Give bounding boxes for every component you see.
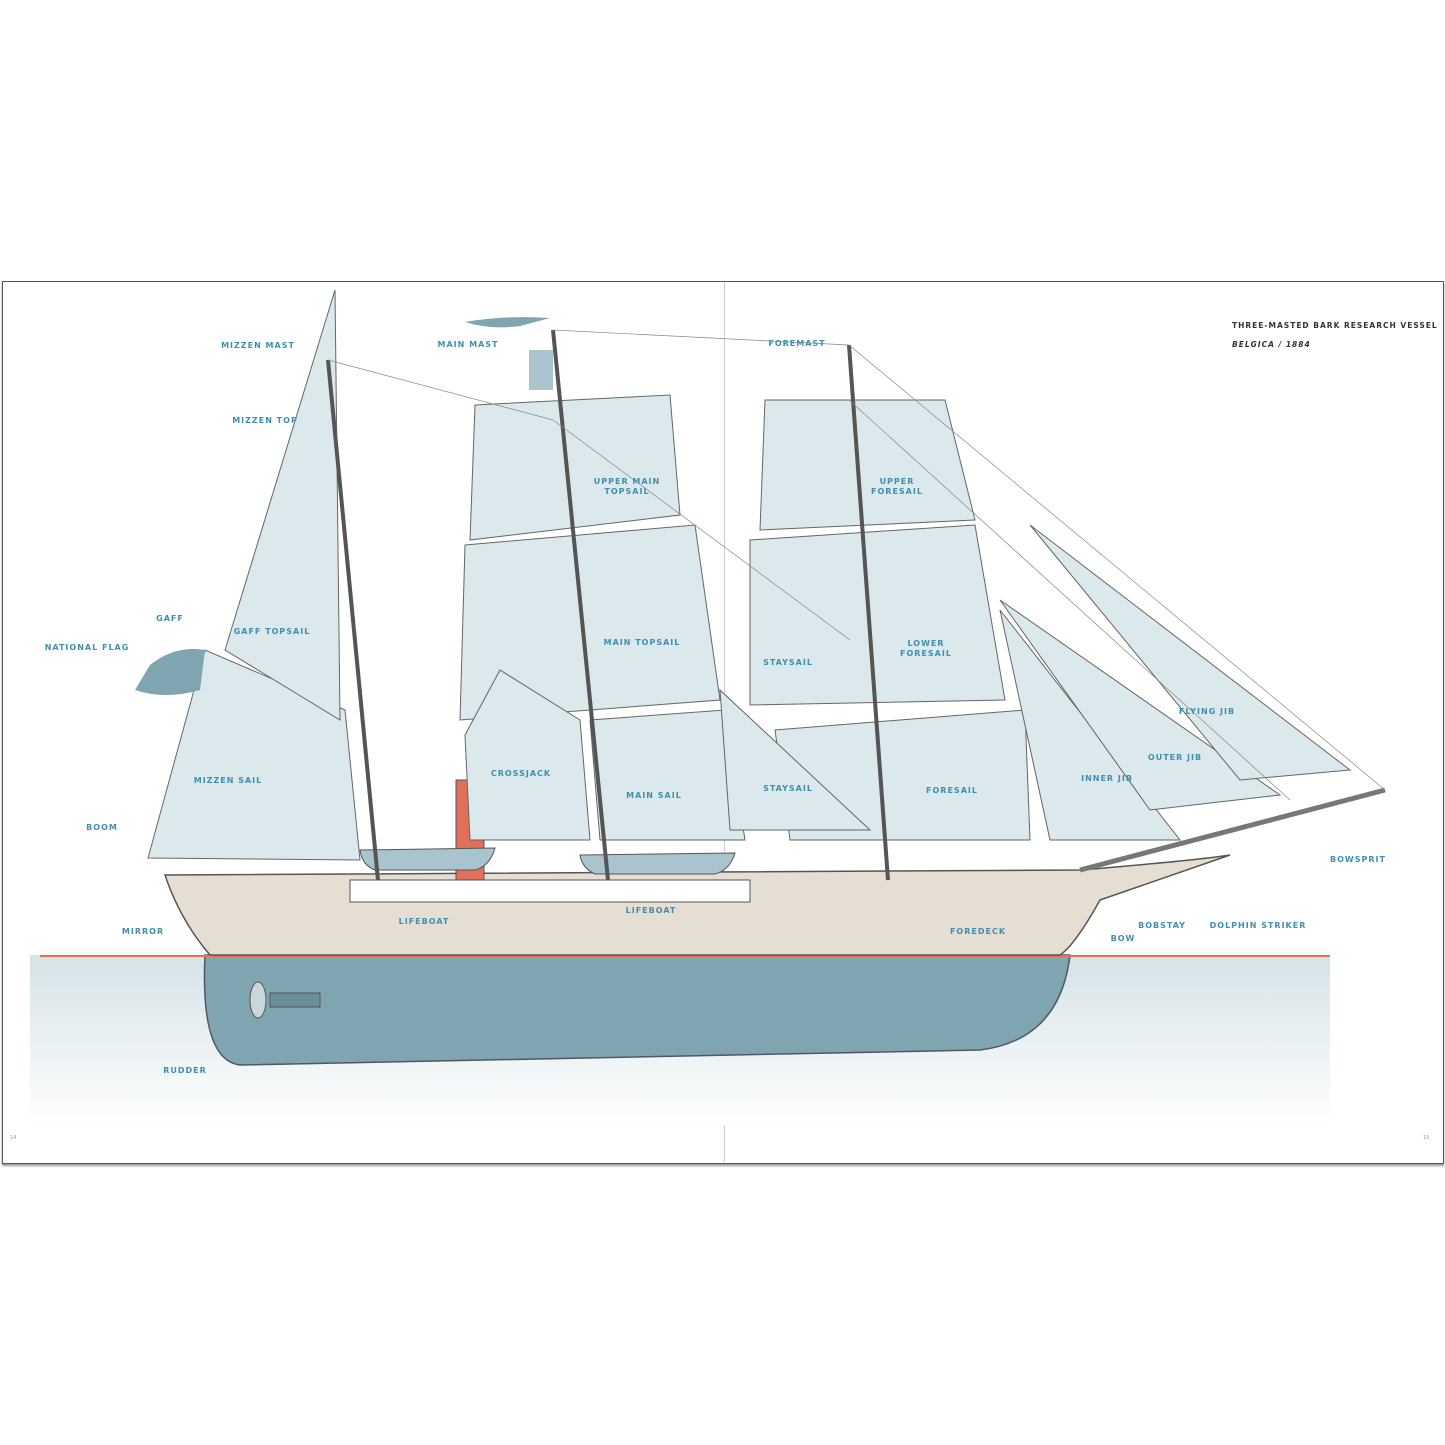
label-foredeck: FOREDECK <box>949 927 1007 936</box>
label-upper-main-topsail: UPPER MAIN TOPSAIL <box>593 477 661 496</box>
label-mirror: MIRROR <box>121 927 165 936</box>
page-number-right: 15 <box>1423 1135 1430 1141</box>
propeller-icon <box>249 981 321 1019</box>
label-bowsprit: BOWSPRIT <box>1330 855 1386 864</box>
label-gaff-topsail: GAFF TOPSAIL <box>233 627 311 636</box>
underwater-hull <box>203 954 1071 1066</box>
label-foremast: FOREMAST <box>768 339 826 348</box>
label-national-flag: NATIONAL FLAG <box>44 643 130 652</box>
spread-subtitle: BELGICA / 1884 <box>1232 340 1311 349</box>
masts <box>326 329 890 881</box>
label-staysail-upper: STAYSAIL <box>763 658 813 667</box>
label-mizzen-sail: MIZZEN SAIL <box>193 776 263 785</box>
label-boom: BOOM <box>86 823 118 832</box>
lifeboat-aft-shape <box>359 847 496 871</box>
label-staysail-lower: STAYSAIL <box>763 784 813 793</box>
label-inner-jib: INNER JIB <box>1081 774 1133 783</box>
deckhouse <box>349 879 751 903</box>
sails <box>147 289 1352 861</box>
label-mizzen-mast: MIZZEN MAST <box>221 341 295 350</box>
pennant <box>529 350 553 390</box>
label-foresail: FORESAIL <box>926 786 978 795</box>
label-bobstay: BOBSTAY <box>1138 921 1186 930</box>
label-upper-foresail: UPPER FORESAIL <box>871 477 923 496</box>
label-main-sail: MAIN SAIL <box>626 791 682 800</box>
label-bow: BOW <box>1110 934 1136 943</box>
label-gaff: GAFF <box>156 614 184 623</box>
bowsprit-spar <box>1079 787 1386 873</box>
lifeboat-mid-shape <box>579 852 736 875</box>
rigging <box>327 329 1386 801</box>
label-flying-jib: FLYING JIB <box>1178 707 1236 716</box>
national-flag-shape <box>135 649 205 695</box>
label-lifeboat-aft: LIFEBOAT <box>398 917 450 926</box>
label-rudder: RUDDER <box>163 1066 207 1075</box>
label-lifeboat-mid: LIFEBOAT <box>625 906 677 915</box>
label-mizzen-top: MIZZEN TOP <box>232 416 298 425</box>
label-main-mast: MAIN MAST <box>437 340 499 349</box>
label-dolphin-striker: DOLPHIN STRIKER <box>1209 921 1307 930</box>
page-number-left: 14 <box>10 1135 17 1141</box>
spread-title: THREE-MASTED BARK RESEARCH VESSEL <box>1232 321 1438 330</box>
label-crossjack: CROSSJACK <box>490 769 552 778</box>
label-outer-jib: OUTER JIB <box>1147 753 1203 762</box>
label-main-topsail: MAIN TOPSAIL <box>603 638 681 647</box>
label-lower-foresail: LOWER FORESAIL <box>900 639 952 658</box>
flag-main <box>465 317 550 328</box>
